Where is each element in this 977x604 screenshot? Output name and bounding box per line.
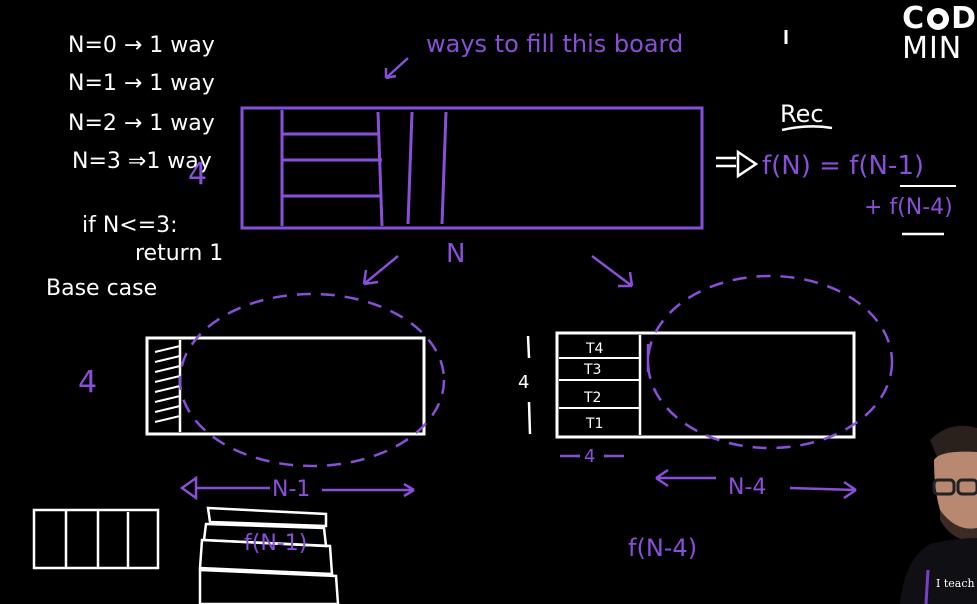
right-case-width-label: N-4: [728, 475, 766, 500]
presenter-beard: [940, 510, 977, 541]
left-case-width-label: N-1: [272, 477, 310, 502]
presenter-shirt: [900, 538, 977, 604]
right-case-board: [555, 331, 856, 439]
presenter-shirt-stripe: [924, 569, 930, 604]
left-case-subcall: f(N-1): [244, 531, 307, 556]
top-board: [240, 106, 704, 230]
base-condition: if N<=3:: [82, 213, 178, 238]
right-case-height-bar: [526, 335, 532, 435]
right-case-tile-t1: T1: [585, 416, 603, 432]
left-case-height-label: 4: [78, 365, 97, 400]
recurrence-lhs: f(N) = f(N-1): [762, 151, 924, 181]
recurrence-arrow: [716, 149, 759, 179]
right-case-subproblem-circle: [646, 274, 894, 450]
base-case-label-text: Base case: [46, 276, 157, 301]
left-case-subproblem-circle: [178, 292, 446, 468]
left-case-board: [145, 336, 426, 436]
base-return: return 1: [135, 241, 223, 266]
right-case-tile-t3: T3: [583, 362, 601, 378]
stacked-tiles-sketch: [198, 506, 340, 604]
recurrence-title: Rec: [780, 100, 824, 128]
recurrence-title-underline: [781, 125, 833, 132]
right-case-width-arrow: [655, 468, 857, 500]
top-board-width-label: N: [446, 239, 465, 269]
caption-arrow: [384, 57, 409, 80]
recurrence-rhs: + f(N-4): [864, 195, 953, 220]
presenter-webcam: [900, 425, 977, 604]
left-case-width-arrow: [179, 475, 415, 501]
base-case-n1: N=1 → 1 way: [68, 71, 215, 96]
logo-line-2: MIN: [902, 31, 963, 66]
right-case-tile-t2: T2: [583, 390, 601, 406]
base-case-n2: N=2 → 1 way: [68, 111, 215, 136]
base-case-n3: N=3 ⇒1 way: [72, 149, 212, 174]
presenter-shirt-text: I teach: [936, 577, 975, 590]
presenter-glasses-right: [956, 478, 977, 496]
left-branch-arrow: [362, 255, 399, 286]
presenter-face: [934, 451, 977, 531]
logo-letter-c: C: [902, 1, 926, 36]
top-board-caption: ways to fill this board: [426, 30, 683, 58]
top-board-line-6: [406, 111, 414, 225]
left-case-hatch: [154, 345, 181, 423]
right-case-tile-t4: T4: [585, 341, 604, 357]
logo-letter-d: D: [951, 1, 977, 36]
base-case-n0: N=0 → 1 way: [68, 33, 215, 58]
base-case-label: Base case: [46, 276, 157, 301]
top-board-height-label: 4: [188, 157, 207, 192]
right-branch-arrow: [591, 255, 634, 288]
presenter-glasses: [932, 478, 956, 496]
right-case-small-width-label: 4: [584, 446, 595, 467]
right-case-height-label: 4: [518, 372, 529, 393]
logo-o-icon: [927, 8, 950, 30]
top-board-line-2: [376, 111, 384, 227]
right-case-subcall: f(N-4): [628, 534, 697, 562]
horizontal-tiles-sketch: [32, 508, 160, 570]
top-board-line-7: [440, 111, 448, 225]
